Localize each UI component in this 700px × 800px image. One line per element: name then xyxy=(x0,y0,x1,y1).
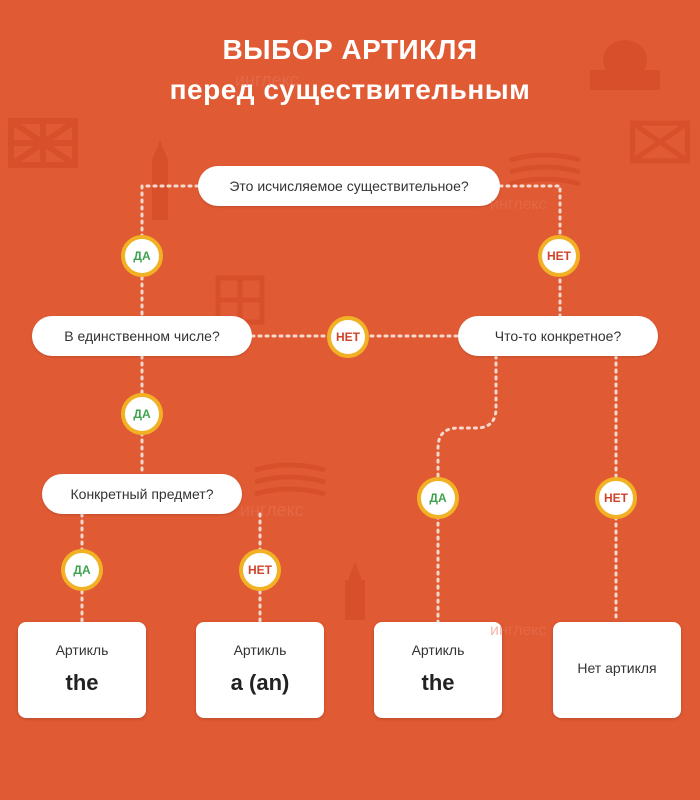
watermark: инглекс xyxy=(490,622,547,639)
title-line-2: перед существительным xyxy=(169,74,531,105)
capitol-icon xyxy=(590,40,660,90)
badge-object-yes: ДА xyxy=(61,549,103,591)
node-specific-thing: Что-то конкретное? xyxy=(458,316,658,356)
node-specific-object-text: Конкретный предмет? xyxy=(70,486,214,502)
node-countable: Это исчисляемое существительное? xyxy=(198,166,500,206)
result-the-1: Артикль the xyxy=(18,622,146,718)
node-countable-text: Это исчисляемое существительное? xyxy=(229,178,469,194)
badge-specific-no: НЕТ xyxy=(595,477,637,519)
badge-countable-yes: ДА xyxy=(121,235,163,277)
node-specific-object: Конкретный предмет? xyxy=(42,474,242,514)
statue-of-liberty-icon xyxy=(345,562,365,620)
us-flag-icon xyxy=(254,462,326,497)
node-singular-text: В единственном числе? xyxy=(64,328,220,344)
connector-specific-yes xyxy=(436,354,498,624)
node-singular: В единственном числе? xyxy=(32,316,252,356)
badge-object-no: НЕТ xyxy=(239,549,281,591)
result-a-an: Артикль a (an) xyxy=(196,622,324,718)
result-label: Артикль xyxy=(233,642,287,658)
uk-flag-icon xyxy=(630,120,690,164)
result-article: the xyxy=(421,670,455,695)
result-the-2: Артикль the xyxy=(374,622,502,718)
badge-specific-yes: ДА xyxy=(417,477,459,519)
watermark: инглекс xyxy=(235,70,299,90)
badge-countable-no: НЕТ xyxy=(538,235,580,277)
result-article: a (an) xyxy=(230,670,290,695)
us-flag-icon xyxy=(509,152,581,187)
watermark: инглекс xyxy=(490,196,547,213)
result-label: Артикль xyxy=(411,642,465,658)
watermark: инглекс xyxy=(240,500,304,520)
node-specific-thing-text: Что-то конкретное? xyxy=(494,328,622,344)
uk-flag-icon xyxy=(8,118,78,168)
big-ben-icon xyxy=(152,140,168,220)
result-no-article: Нет артикля xyxy=(553,622,681,718)
result-article: the xyxy=(65,670,99,695)
title-line-1: ВЫБОР АРТИКЛЯ xyxy=(222,34,478,65)
result-label: Нет артикля xyxy=(577,660,657,676)
badge-singular-no: НЕТ xyxy=(327,316,369,358)
result-label: Артикль xyxy=(55,642,109,658)
badge-singular-yes: ДА xyxy=(121,393,163,435)
